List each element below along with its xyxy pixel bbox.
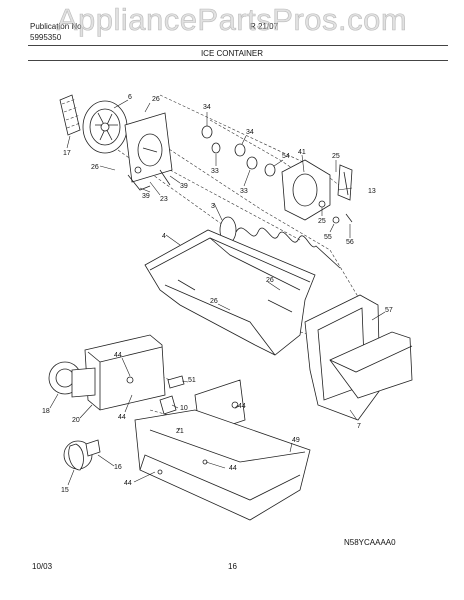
callout-16: 16: [114, 464, 122, 471]
header-rule-top: [28, 45, 448, 46]
part-auger-housing: [82, 100, 128, 154]
callout-44-tray: 44: [229, 465, 237, 472]
callout-39-left: 39: [142, 193, 150, 200]
part-ice-bucket: [144, 229, 316, 356]
callout-44-bottom: 44: [124, 480, 132, 487]
footer-page-number: 16: [228, 562, 237, 571]
callout-44-motor: 44: [114, 352, 122, 359]
callout-25-bottom: 25: [318, 218, 326, 225]
page-title: ICE CONTAINER: [200, 49, 264, 58]
callout-18: 18: [42, 408, 50, 415]
callout-25-top: 25: [332, 153, 340, 160]
part-bearings: [201, 125, 258, 170]
part-lamp: [63, 439, 101, 471]
header-rule-bottom: [28, 60, 448, 61]
part-filter-strip: [59, 94, 81, 136]
callout-13: 13: [368, 188, 376, 195]
part-callouts: 6 26 17 26 39 39 23 34 34 33 33 54 41 25…: [42, 94, 393, 494]
part-mounting-plate: [124, 112, 173, 191]
footer-date: 10/03: [32, 562, 53, 571]
callout-26-left: 26: [91, 164, 99, 171]
callout-3: 3: [211, 203, 215, 210]
callout-44-bracket: 44: [238, 403, 246, 410]
callout-26-top: 26: [152, 96, 160, 103]
callout-26-right: 26: [266, 277, 274, 284]
revision-label: R 21/07: [250, 22, 279, 31]
callout-54: 54: [282, 153, 290, 160]
part-bottom-tray: [134, 409, 311, 521]
callout-4: 4: [162, 233, 166, 240]
callout-41: 41: [298, 149, 306, 156]
callout-23: 23: [160, 196, 168, 203]
callout-34-right: 34: [246, 129, 254, 136]
callout-26-middle: 26: [210, 298, 218, 305]
leader-lines: [49, 99, 386, 486]
callout-17: 17: [63, 150, 71, 157]
part-drive-housing: [264, 159, 353, 224]
callout-21: 21: [176, 428, 184, 435]
callout-33-right: 33: [240, 188, 248, 195]
publication-label: Publication No: [30, 22, 82, 31]
callout-51: 51: [188, 377, 196, 384]
callout-39-right: 39: [180, 183, 188, 190]
callout-7: 7: [357, 423, 361, 430]
callout-34-top: 34: [203, 104, 211, 111]
callout-56: 56: [346, 239, 354, 246]
callout-15: 15: [61, 487, 69, 494]
part-front-cover: [304, 294, 413, 421]
publication-number: 5995350: [30, 33, 62, 42]
callout-33-left: 33: [211, 168, 219, 175]
callout-44-mid: 44: [118, 414, 126, 421]
callout-49: 49: [292, 437, 300, 444]
callout-55: 55: [324, 234, 332, 241]
callout-57: 57: [385, 307, 393, 314]
callout-6: 6: [128, 94, 132, 101]
drawing-code: N58YCAAAA0: [344, 538, 396, 547]
callout-20: 20: [72, 417, 80, 424]
callout-10: 10: [180, 405, 188, 412]
part-auger-motor: [48, 334, 166, 411]
